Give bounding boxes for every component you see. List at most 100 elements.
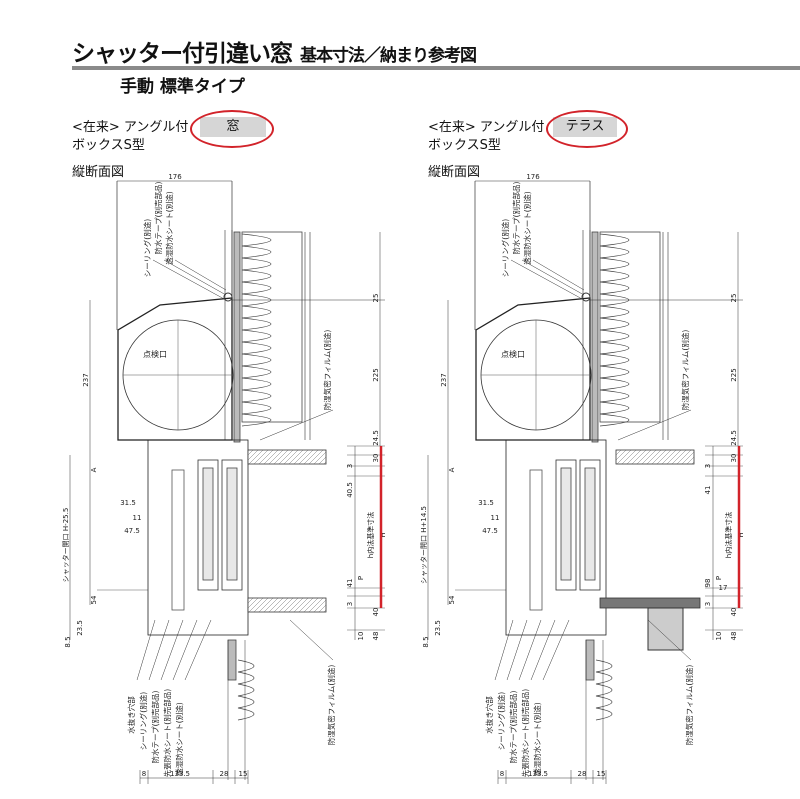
leader-line [160,619,184,681]
dimension-label: 23.5 [76,620,84,636]
dimension-label: 54 [448,595,456,604]
moisture-film-label: 防湿気密フィルム(別途) [684,665,694,746]
hatch-line [691,461,695,465]
dimension-label: 28 [220,770,229,778]
dimension-label: 176 [526,173,540,181]
glass [226,467,238,581]
hatch-line [248,449,264,465]
hatch-line [293,449,309,465]
insulation-bottom [595,659,613,721]
hatch-line [313,599,327,613]
dimension-label: 3 [704,602,712,606]
hatch-line [303,597,319,613]
note-label: 防水テープ(別売部品) [508,690,518,763]
dimension-label: 176 [168,173,182,181]
leader-line [172,619,198,681]
window-frame [147,439,249,636]
hatch-line [247,597,254,604]
dimension-label: 237 [440,373,448,386]
dimension-label: 31.5 [120,499,136,507]
hatch-line [247,449,259,461]
note-label: 透湿防水シート(別途) [164,191,174,264]
shutter-box [117,297,233,441]
leader-line [542,619,570,681]
dimension-label: 41 [346,579,354,588]
dimension-label: 3 [346,464,354,468]
title-main: シャッター付引違い窓 [72,41,293,67]
panel-heading: <在来> アングル付 [72,120,189,135]
dimension-label: 98 [704,579,712,588]
note-label: シーリング(別途) [138,692,148,750]
note-label: 防水テープ(別売部品) [511,181,521,254]
sealing-backer-rod [223,292,233,302]
hatch-line [283,449,299,465]
inspection-port-label: 点検口 [501,349,525,359]
hatch-line [258,449,274,465]
dimension-label: 40 [372,608,380,617]
note-label: 透湿防水シート(別途) [532,702,542,775]
leader-line [184,619,212,681]
shutter-opening-label: シャッター開口 H+14.5 [419,506,428,584]
highlight-circle [546,110,628,148]
dimension-label: 225 [372,368,380,381]
inner-dim-label: h内法基準寸法 [724,512,733,558]
hatch-line [253,449,269,465]
leader-line [518,619,542,681]
note-label: シーリング(別途) [500,219,510,277]
hatch-line [303,449,319,465]
sash-inner [555,459,577,591]
dimension-label: 237 [82,373,90,386]
dim-A: A [90,467,98,472]
hatch-line [283,597,299,613]
dimension-label: 8.5 [422,636,430,647]
hatch-line [646,449,662,465]
leader-line [510,259,585,301]
dimension-label: 10 [357,632,365,641]
note-label: 防水テープ(別売部品) [153,181,163,254]
note-label: 水抜き穴部 [484,696,494,734]
dimension-label: 28 [578,770,587,778]
line [617,409,692,441]
hatch-line [656,449,672,465]
hatch-line [318,456,327,465]
dimension-label: 48 [372,632,380,641]
hatch-line [298,449,314,465]
dimension-label: 8 [500,770,504,778]
subtitle: 手動 標準タイプ [120,77,245,97]
hatch-line [288,597,304,613]
sash-inner [197,459,219,591]
leader-line [152,259,227,301]
shutter-box [475,297,591,441]
moisture-film-label: 防湿気密フィルム(別途) [322,330,332,411]
dimension-label: 8 [142,770,146,778]
wall-board [591,231,599,443]
shutter-rail [171,469,185,611]
glass [560,467,572,581]
dimension-label: 3 [704,464,712,468]
leader-line [148,619,170,681]
title-divider [72,66,800,70]
hatch-line [626,449,642,465]
hatch-line [686,456,695,465]
head-hatch [247,449,327,465]
shutter-rail [529,469,543,611]
hatch-line [293,597,309,613]
panel-heading: <在来> アングル付 [428,120,545,135]
shutter-opening-label: シャッター開口 H-25.5 [61,508,70,583]
moisture-film-label: 防湿気密フィルム(別途) [680,330,690,411]
hatch-line [615,449,627,461]
hatch-line [298,597,314,613]
title-sub: 基本寸法／納まり参考図 [300,46,477,66]
dimension-label: 30 [730,454,738,463]
window-frame [505,439,607,636]
hatch-line [263,449,279,465]
hatch-line [263,597,279,613]
leader-line [163,259,227,296]
hatch-line [308,449,324,465]
wall-board [233,231,241,443]
hatch-line [258,597,274,613]
hatch-line [651,449,667,465]
hatch-line [636,449,652,465]
hatch-line [676,449,692,465]
wall-board-bottom [227,639,237,681]
